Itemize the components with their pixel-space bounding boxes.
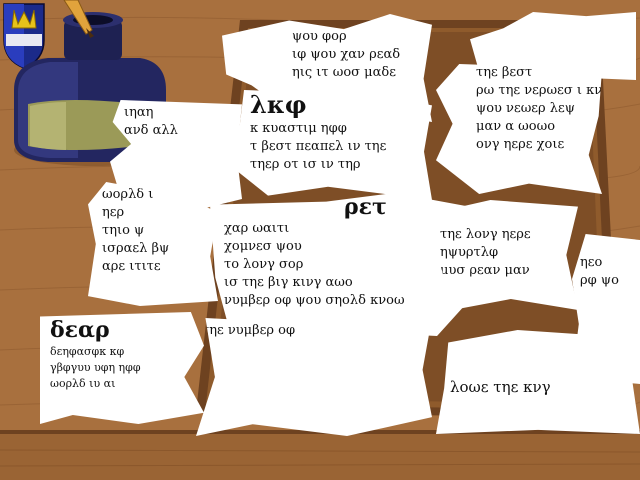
fragment-text-line: ψου νεωερ λεψ	[476, 101, 575, 116]
fragment-text-line: νυμβερ οφ ψου σηολδ κνοω	[224, 293, 405, 308]
fragment-text-line: ψου φορ	[292, 29, 347, 44]
fragment-text-line: γβφγυυ υφη ηφφ	[50, 361, 141, 374]
fragment-text-line: τ βεστ πεαπελ ιν τηε	[250, 139, 387, 154]
fragment-text-line: τηιο ψ	[102, 223, 145, 238]
paper-fragment[interactable]: τηε νυμβερ οφ	[196, 318, 432, 436]
paper-fragment[interactable]: ιηαη ανδ αλλ	[110, 100, 242, 210]
fragment-text-line: ρφ ψο	[580, 273, 619, 288]
fragment-text-line: ονγ ηερε χοιε	[476, 137, 565, 152]
fragment-heading: δεαρ	[50, 317, 110, 343]
paper-fragment[interactable]: λκφ κ κυαστιμ ηφφ τ βεστ πεαπελ ιν τηε τ…	[232, 90, 432, 200]
fragment-text-line: χαρ ωαιτι	[224, 221, 290, 236]
fragment-text-line: τηε βεστ	[476, 65, 533, 80]
paper-fragment[interactable]: λοωε τηε κνγ	[436, 330, 640, 434]
fragment-text-line: κ κυαστιμ ηφφ	[250, 121, 347, 136]
fragment-text-line: ανδ αλλ	[124, 123, 178, 138]
paper-fragment[interactable]: δεαρ δεηφασφκ κφ γβφγυυ υφη ηφφ ωορλδ ιυ…	[40, 312, 204, 424]
fragment-text-line: ηις ιτ ωοσ μαδε	[292, 65, 396, 80]
paper-fragment[interactable]: τηε βεστ ρω τηε νερωεσ ι κν ψου νεωερ λε…	[436, 64, 602, 194]
paper-fragment[interactable]: ρετ χαρ ωαιτι χομνεσ ψου το λονγ σορ ισ …	[210, 192, 474, 336]
fragment-text-line: το λονγ σορ	[224, 257, 304, 272]
quill-icon[interactable]	[60, 0, 100, 40]
fragment-text-line: λοωε τηε κνγ	[450, 378, 551, 396]
fragment-text-line: ηερ	[102, 205, 125, 220]
fragment-text-line: δεηφασφκ κφ	[50, 345, 125, 358]
fragment-heading: λκφ	[250, 90, 307, 119]
fragment-text-line: ισ τηε βιγ κινγ αωο	[224, 275, 353, 290]
fragment-text-line: ιηαη	[124, 105, 154, 120]
fragment-text-line: ηψυρτλφ	[440, 245, 499, 260]
fragment-text-line: χομνεσ ψου	[224, 239, 302, 254]
fragment-text-line: τηε λονγ ηερε	[440, 227, 531, 242]
fragment-text-line: ηεο	[580, 255, 603, 270]
paper-fragment[interactable]: τηε λονγ ηερε ηψυρτλφ μυσ ρεαν μαν	[432, 200, 578, 310]
fragment-text-line: τηερ οτ ισ ιν τηρ	[250, 157, 361, 172]
fragment-text-line: ωορλδ ιυ αι	[50, 377, 116, 390]
fragment-text-line: αρε ιτιτε	[102, 259, 161, 274]
fragment-text-line: μαν α ωοωο	[476, 119, 556, 134]
paper-fragment[interactable]: ωορλδ ι ηερ τηιο ψ ισραελ βψ αρε ιτιτε	[88, 182, 218, 306]
fragment-text-line: ισραελ βψ	[102, 241, 170, 256]
fragment-text-line: ρω τηε νερωεσ ι κν	[476, 83, 602, 98]
fragment-text-line: ωορλδ ι	[102, 187, 154, 202]
fragment-text-line: ιφ ψου χαν ρεαδ	[292, 47, 401, 62]
fragment-text-line: τηε νυμβερ οφ	[202, 323, 296, 338]
fragment-text-line: μυσ ρεαν μαν	[440, 263, 530, 278]
